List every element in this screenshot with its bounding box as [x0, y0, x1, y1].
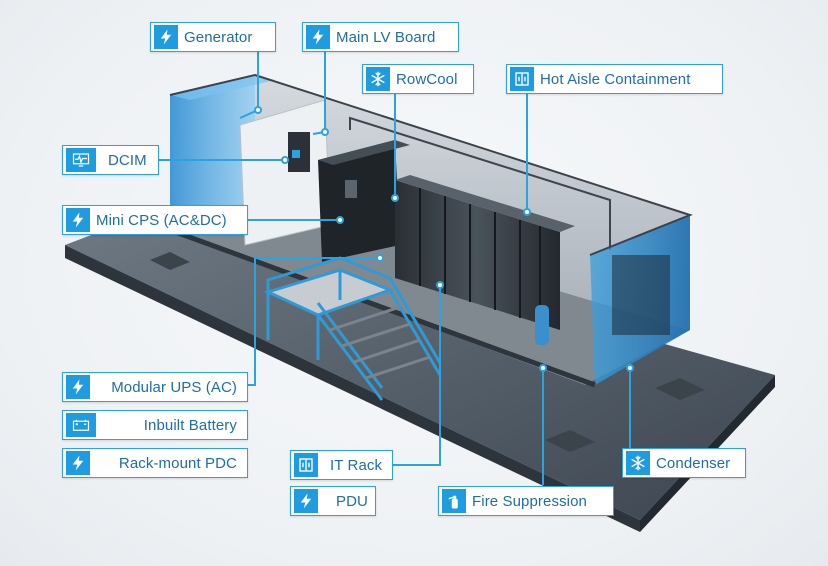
callout-rowcool: RowCool [362, 64, 474, 94]
callout-pdu: PDU [290, 486, 376, 516]
callout-condenser: Condenser [622, 448, 746, 478]
callout-modular-ups: Modular UPS (AC) [62, 372, 248, 402]
fire-suppression-cylinder [535, 305, 549, 345]
callout-label: DCIM [108, 151, 147, 169]
lightning-icon [66, 375, 90, 399]
battery-icon [66, 413, 96, 437]
callout-fire-suppression: Fire Suppression [438, 486, 614, 516]
lv-board-indicator [292, 150, 300, 158]
service-room [239, 99, 331, 246]
callout-label: Generator [184, 28, 253, 46]
container-floor [170, 200, 690, 385]
condenser-grille [612, 255, 670, 335]
ups-cabinets [318, 140, 400, 262]
callout-label: PDU [336, 492, 368, 510]
callout-label: Mini CPS (AC&DC) [96, 211, 227, 229]
rack-doors-icon [294, 453, 318, 477]
leader-lines [158, 52, 631, 485]
callout-label: Inbuilt Battery [143, 416, 237, 434]
callout-rack-mount-pdc: Rack-mount PDC [62, 448, 248, 478]
lightning-icon [306, 25, 330, 49]
ground-slab [65, 205, 775, 520]
callout-dcim: DCIM [62, 145, 159, 175]
snowflake-icon [626, 451, 650, 475]
lightning-icon [66, 208, 90, 232]
container-bottom-rail [169, 227, 596, 388]
it-rack-row [395, 175, 575, 330]
callout-label: Condenser [656, 454, 731, 472]
callout-label: IT Rack [330, 456, 383, 474]
support-foot [545, 430, 595, 452]
leader-endpoints [254, 106, 634, 372]
support-foot [655, 378, 705, 400]
ups-cabinets-top [318, 140, 410, 165]
support-foot [150, 252, 190, 270]
rack-doors-icon [510, 67, 534, 91]
callout-label: RowCool [396, 70, 458, 88]
monitor-pulse-icon [66, 148, 96, 172]
lightning-icon [294, 489, 318, 513]
callout-label: Fire Suppression [472, 492, 587, 510]
snowflake-icon [366, 67, 390, 91]
callout-mini-cps: Mini CPS (AC&DC) [62, 205, 248, 235]
callout-label: Rack-mount PDC [118, 454, 237, 472]
stair-treads [329, 305, 431, 380]
lightning-icon [154, 25, 178, 49]
callout-main-lv-board: Main LV Board [302, 22, 459, 52]
hot-aisle-frame [349, 116, 611, 250]
callout-inbuilt-battery: Inbuilt Battery [62, 410, 248, 440]
callout-generator: Generator [150, 22, 276, 52]
callout-label: Main LV Board [336, 28, 436, 46]
ground-slab-edge [65, 245, 640, 532]
ups-panel [345, 180, 357, 198]
fire-extinguisher-icon [442, 489, 466, 513]
generator-compartment [170, 75, 255, 230]
lightning-icon [66, 451, 90, 475]
callout-hot-aisle-containment: Hot Aisle Containment [506, 64, 723, 94]
callout-label: Hot Aisle Containment [540, 70, 691, 88]
container-roof-frame [169, 73, 693, 256]
callout-it-rack: IT Rack [290, 450, 393, 480]
generator-compartment-top [170, 75, 275, 100]
access-stairs [263, 256, 442, 401]
callout-label: Modular UPS (AC) [111, 378, 237, 396]
